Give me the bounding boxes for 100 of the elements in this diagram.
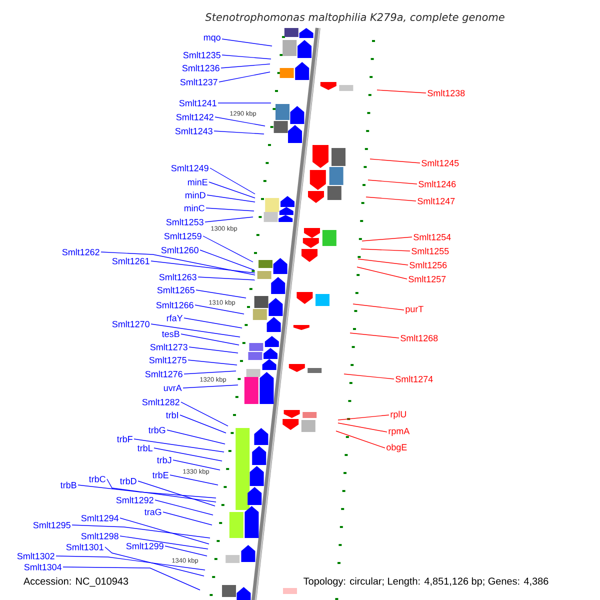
leader-line <box>206 194 256 202</box>
leader-line <box>134 438 224 452</box>
leader-line <box>180 414 226 434</box>
gene-label: Smlt1265 <box>157 286 194 294</box>
leader-line <box>150 324 240 338</box>
leader-line <box>154 448 222 462</box>
leader-line <box>222 54 272 60</box>
gene-label: Smlt1304 <box>24 564 62 570</box>
info-text: Accession: NC_010943 <box>22 576 130 588</box>
leader-line <box>138 480 216 506</box>
leader-line <box>352 304 404 310</box>
leader-line <box>100 252 256 276</box>
leader-line <box>208 182 256 198</box>
leader-line <box>214 130 264 134</box>
info-text: Topology: circular; Length: 4,851,126 bp; Genes: 4,386 <box>302 576 550 588</box>
leader-line <box>150 260 256 274</box>
gene-label: Smlt1245 <box>422 160 459 166</box>
gene-label: traG <box>144 508 162 516</box>
leader-line <box>154 500 214 516</box>
gene-label: minE <box>188 178 208 186</box>
gene-label: Smlt1282 <box>142 398 180 406</box>
leader-line <box>370 158 420 164</box>
gene-label: minC <box>184 204 204 212</box>
leader-line <box>338 414 390 420</box>
leader-line <box>72 524 210 538</box>
gene-label: rpmA <box>388 428 410 436</box>
leader-line <box>336 430 386 448</box>
leader-line <box>172 460 220 470</box>
leader-line <box>188 360 238 366</box>
leader-line <box>120 518 210 544</box>
leader-line <box>184 318 242 328</box>
leader-line <box>184 370 236 374</box>
gene-label: trbI <box>166 412 178 418</box>
leader-line <box>210 168 256 194</box>
leader-line <box>180 334 240 346</box>
leader-line <box>162 512 212 526</box>
gene-label: rplU <box>390 410 406 420</box>
gene-label: Smlt1236 <box>182 64 220 72</box>
leader-line <box>338 422 388 432</box>
gene-label: Smlt1274 <box>396 376 433 382</box>
gene-label: Smlt1242 <box>176 114 214 120</box>
leader-line <box>362 236 412 242</box>
gene-label: Smlt1261 <box>112 258 150 264</box>
gene-label: Smlt1276 <box>145 370 182 378</box>
leader-line <box>56 556 206 570</box>
gene-label: Smlt1259 <box>164 232 202 240</box>
leader-line <box>196 290 246 298</box>
gene-label: trbB <box>60 482 76 488</box>
leader-line <box>358 258 408 266</box>
gene-label: trbL <box>138 444 152 452</box>
gene-label: Smlt1294 <box>81 514 119 522</box>
leader-line <box>218 102 272 104</box>
leader-line <box>170 474 218 486</box>
leader-line <box>376 90 426 94</box>
leader-line <box>198 276 256 280</box>
gene-label: uvrA <box>164 384 182 392</box>
gene-label: Smlt1235 <box>183 52 220 58</box>
leader-line <box>202 236 254 262</box>
leader-line <box>166 430 226 444</box>
leader-line <box>106 478 216 502</box>
leader-line <box>344 374 394 380</box>
leader-line <box>188 346 238 354</box>
gene-label: mqo <box>204 36 220 42</box>
leader-line <box>366 196 416 202</box>
gene-label: Smlt1243 <box>175 128 212 134</box>
leader-line <box>180 402 228 426</box>
gene-label: Smlt1273 <box>150 344 188 350</box>
gene-label: Smlt1246 <box>418 180 456 188</box>
title: Stenotrophomonas maltophilia K279a, complete genome <box>205 12 504 24</box>
leader-line <box>368 180 418 184</box>
leader-line <box>220 64 270 68</box>
gene-label: tesB <box>162 330 180 338</box>
leader-line <box>200 250 254 270</box>
leader-line <box>218 72 270 82</box>
leader-line <box>206 208 254 212</box>
gene-label: Smlt1237 <box>180 78 218 86</box>
gene-label: trbE <box>152 472 168 478</box>
gene-label: Smlt1241 <box>179 100 216 106</box>
gene-label: Smlt1292 <box>116 496 154 504</box>
leader-line <box>120 536 208 550</box>
leader-line <box>104 546 204 576</box>
gene-label: Smlt1253 <box>166 218 204 226</box>
gene-label: purT <box>406 306 424 314</box>
leader-line <box>356 266 408 280</box>
leader-line <box>350 332 400 338</box>
gene-label: Smlt1299 <box>126 542 164 550</box>
gene-label: Smlt1249 <box>171 164 208 172</box>
leader-line <box>204 216 254 222</box>
leader-line <box>182 384 238 388</box>
gene-label: Smlt1266 <box>156 302 194 308</box>
leader-line <box>62 566 200 590</box>
gene-label: Smlt1257 <box>408 276 446 282</box>
leader-line <box>360 248 410 252</box>
gene-label: Smlt1302 <box>17 552 54 560</box>
gene-label: Smlt1295 <box>33 522 70 528</box>
gene-label: Smlt1256 <box>410 262 447 268</box>
gene-label: rfaY <box>166 314 183 322</box>
leader-line <box>164 546 208 556</box>
gene-label: trbD <box>120 478 136 484</box>
leader-line <box>78 484 216 498</box>
